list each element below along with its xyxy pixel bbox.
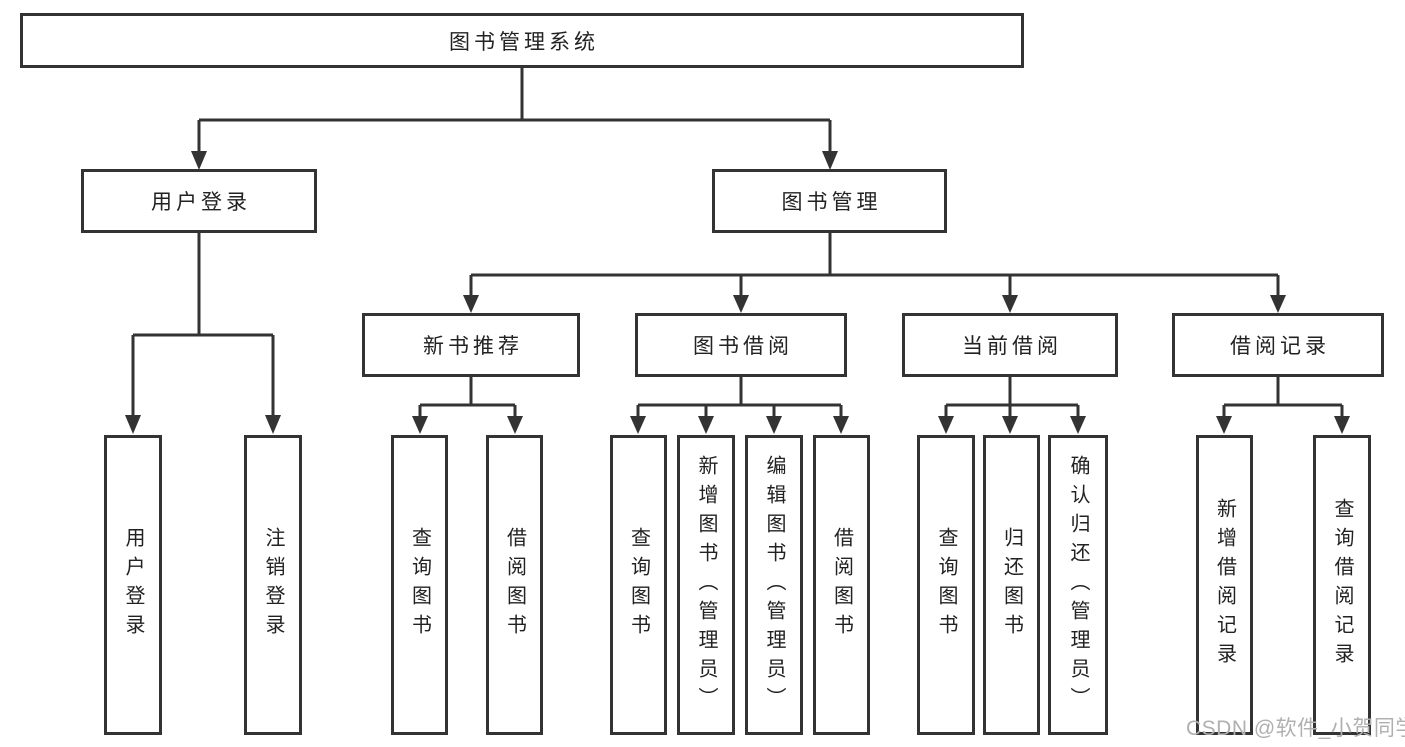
node-label: 确认归还（管理员） <box>1067 454 1089 716</box>
node-label: 图书管理 <box>781 191 882 214</box>
arrow-down-icon <box>1070 416 1086 434</box>
node-label: 图书管理系统 <box>449 30 599 54</box>
leaf-confirm-return-admin: 确认归还（管理员） <box>1048 435 1108 735</box>
node-label: 新增借阅记录 <box>1213 498 1236 672</box>
node-label: 借阅图书 <box>503 527 526 643</box>
arrow-down-icon <box>938 416 954 434</box>
node-label: 借阅图书 <box>830 527 853 643</box>
node-library-system: 图书管理系统 <box>20 13 1024 68</box>
node-label: 查询图书 <box>935 527 957 643</box>
leaf-query-books-recommend: 查询图书 <box>391 435 448 735</box>
node-user-login: 用户登录 <box>81 169 317 233</box>
node-label: 查询图书 <box>408 527 431 643</box>
leaf-edit-books-admin: 编辑图书（管理员） <box>745 435 803 735</box>
node-current-borrow: 当前借阅 <box>902 313 1118 377</box>
arrow-down-icon <box>822 151 838 170</box>
arrow-down-icon <box>833 416 849 434</box>
leaf-query-borrow-record: 查询借阅记录 <box>1313 435 1371 735</box>
arrow-down-icon <box>191 151 207 170</box>
node-book-management: 图书管理 <box>712 169 947 233</box>
arrow-down-icon <box>766 416 782 434</box>
node-new-book-recommend: 新书推荐 <box>362 313 580 377</box>
arrow-down-icon <box>265 415 281 434</box>
leaf-logout: 注销登录 <box>244 435 302 735</box>
node-label: 用户登录 <box>151 191 251 214</box>
node-label: 编辑图书（管理员） <box>763 454 785 716</box>
arrow-down-icon <box>1002 416 1018 434</box>
node-label: 查询借阅记录 <box>1331 498 1353 672</box>
node-label: 新增图书（管理员） <box>695 454 717 716</box>
leaf-user-login: 用户登录 <box>104 435 162 735</box>
arrow-down-icon <box>125 415 141 434</box>
arrow-down-icon <box>733 295 749 313</box>
csdn-watermark: CSDN @软件_小贺同学 <box>1186 717 1405 740</box>
node-label: 当前借阅 <box>962 335 1062 358</box>
node-label: 图书借阅 <box>693 335 793 358</box>
node-label: 用户登录 <box>122 527 144 643</box>
leaf-borrow-books-recommend: 借阅图书 <box>486 435 543 735</box>
arrow-down-icon <box>1216 416 1232 434</box>
arrow-down-icon <box>507 416 523 434</box>
node-borrow-records: 借阅记录 <box>1172 313 1384 377</box>
arrow-down-icon <box>698 416 714 434</box>
node-label: 借阅记录 <box>1230 335 1330 358</box>
node-label: 注销登录 <box>262 527 284 643</box>
leaf-borrow-books: 借阅图书 <box>813 435 870 735</box>
arrow-down-icon <box>1270 295 1286 313</box>
leaf-return-books: 归还图书 <box>983 435 1040 735</box>
arrow-down-icon <box>412 416 428 434</box>
leaf-add-borrow-record: 新增借阅记录 <box>1196 435 1253 735</box>
leaf-add-books-admin: 新增图书（管理员） <box>677 435 735 735</box>
leaf-query-books-current: 查询图书 <box>917 435 975 735</box>
node-label: 查询图书 <box>627 527 650 643</box>
arrow-down-icon <box>1002 295 1018 313</box>
node-book-borrow: 图书借阅 <box>635 313 847 377</box>
arrow-down-icon <box>463 295 479 313</box>
arrow-down-icon <box>1334 416 1350 434</box>
leaf-query-books-borrow: 查询图书 <box>610 435 667 735</box>
node-label: 归还图书 <box>1000 527 1023 643</box>
arrow-down-icon <box>630 416 646 434</box>
node-label: 新书推荐 <box>423 335 523 358</box>
